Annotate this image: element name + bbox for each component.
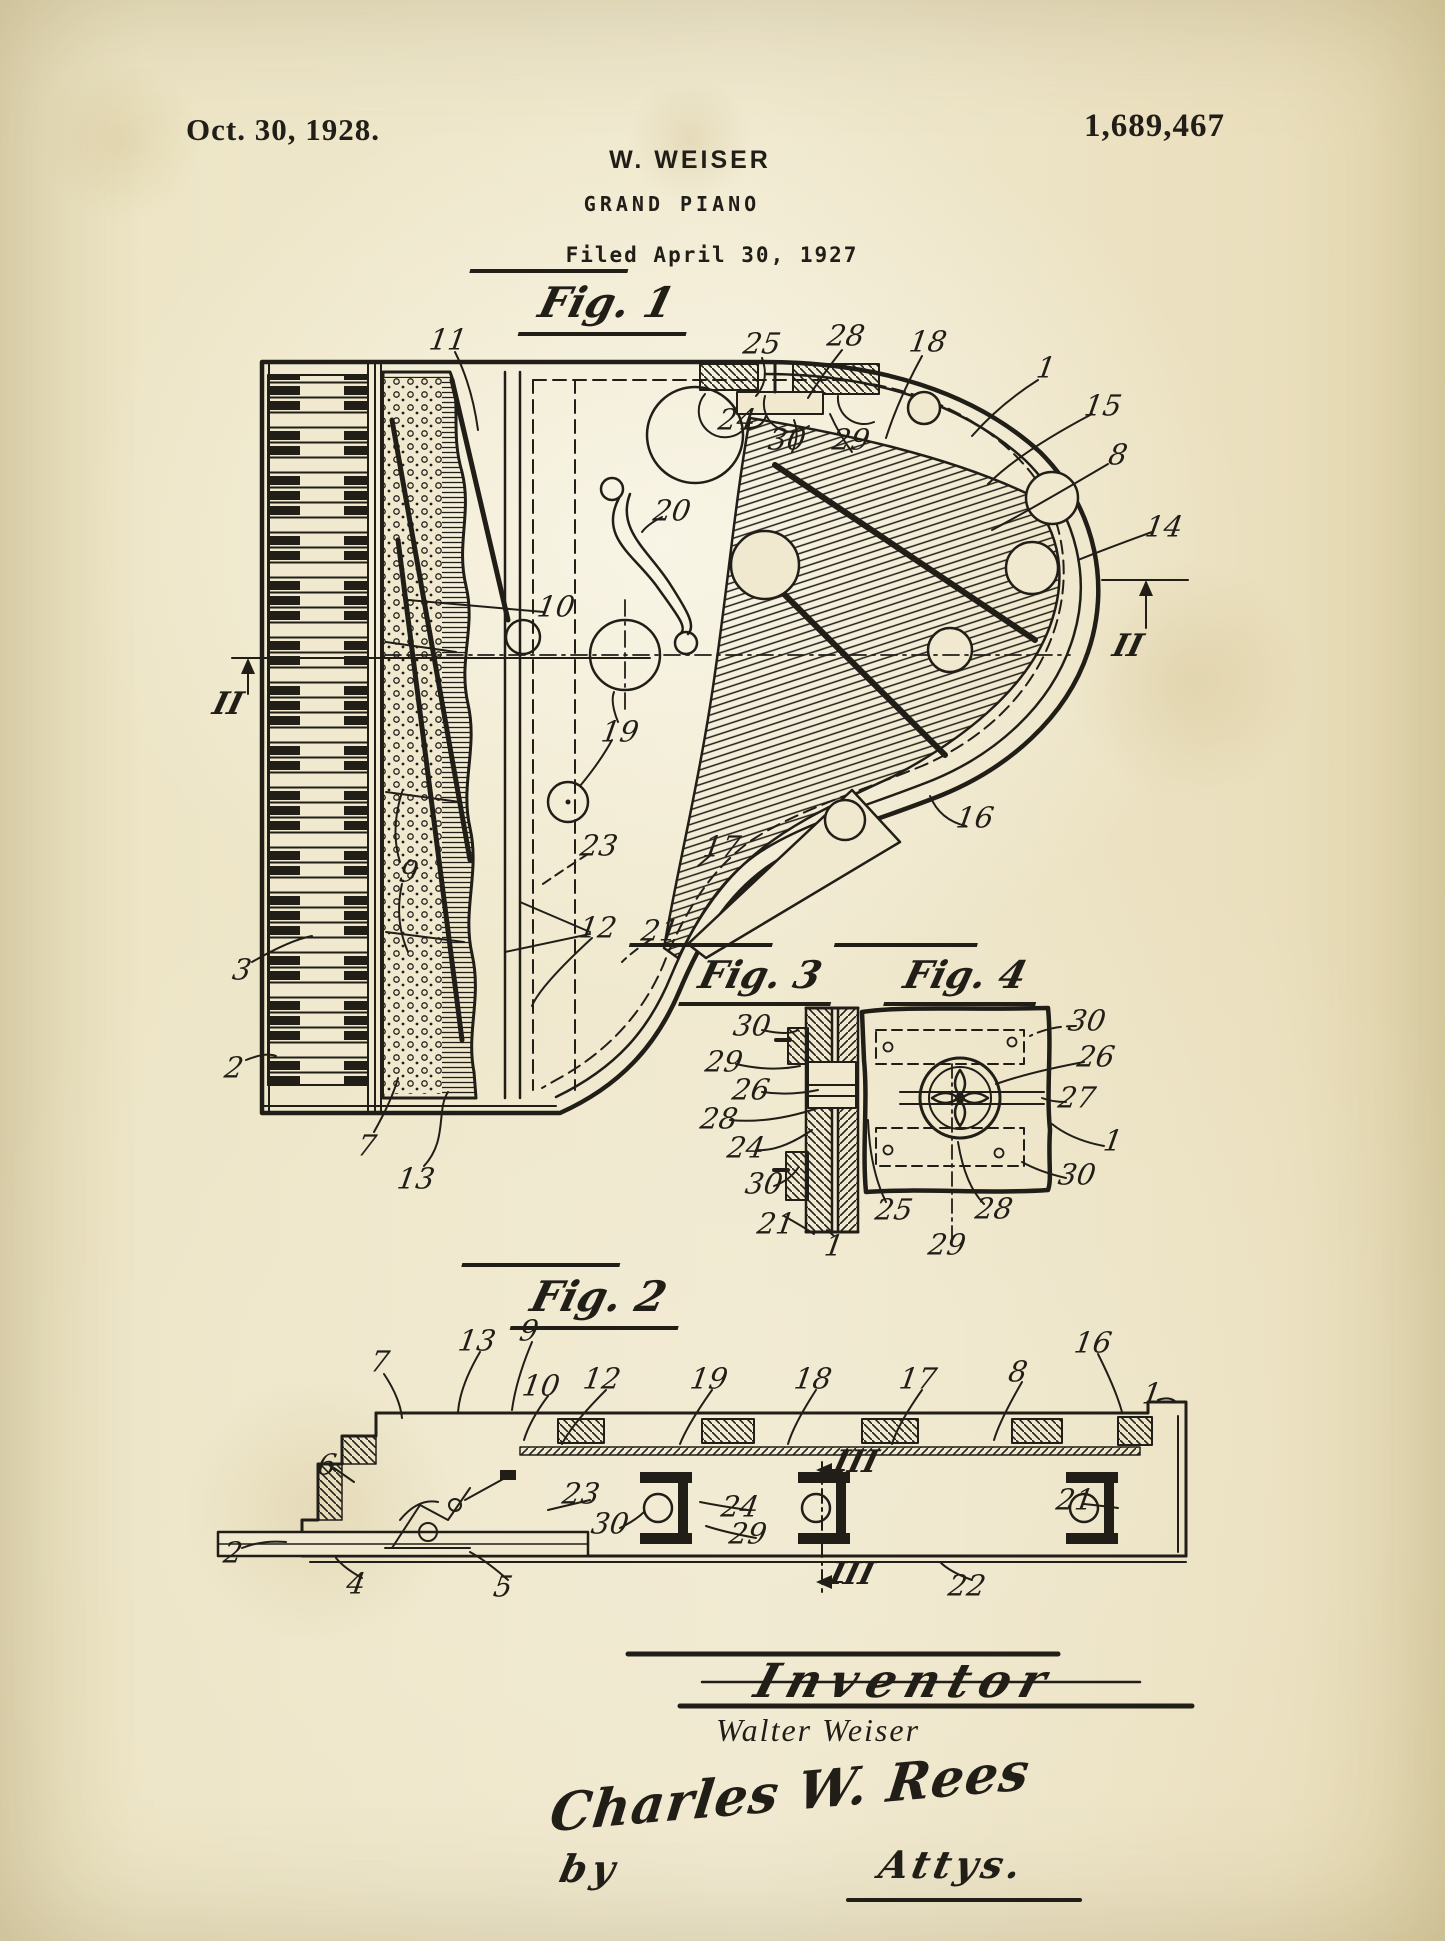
fig2-callout-10: 10	[519, 1368, 563, 1403]
fig2-label: Fig. 2	[526, 1272, 672, 1321]
fig2-callout-17: 17	[896, 1361, 940, 1396]
fig4-callout-30a: 30	[1065, 1003, 1109, 1038]
fig1-callout-15: 15	[1081, 388, 1125, 423]
filing-date: Filed April 30, 1927	[565, 243, 859, 267]
inventor-signature-name: Walter Weiser	[715, 1712, 921, 1748]
fig2-callout-18: 18	[791, 1361, 835, 1396]
fig3-callout-30b: 30	[742, 1166, 786, 1201]
fig1-label: Fig. 1	[534, 278, 680, 327]
fig3-callout-21: 21	[754, 1206, 798, 1241]
tuning-pins	[384, 378, 442, 1094]
keyboard	[267, 374, 369, 1086]
fig3-label-text: Fig. 3	[694, 952, 827, 997]
fig1-plan-view	[231, 349, 1189, 1167]
fig1-callout-29: 29	[829, 422, 873, 457]
fig2-callout-30: 30	[588, 1506, 632, 1541]
fig1-callout-14: 14	[1142, 509, 1186, 544]
plate-hole	[1024, 470, 1080, 526]
fig4-callout-30b: 30	[1055, 1157, 1099, 1192]
section-line-III	[816, 1461, 845, 1597]
patent-title: GRAND PIANO	[583, 192, 761, 216]
fig2-callout-13: 13	[455, 1323, 499, 1358]
fig1-callout-17: 17	[700, 829, 744, 864]
by-label: by	[555, 1846, 625, 1891]
fig3-leaders	[729, 1029, 835, 1237]
fig3-label: Fig. 3	[694, 952, 826, 997]
fig2-callout-23: 23	[559, 1476, 603, 1511]
fig4-leaders	[867, 1025, 1105, 1205]
sound-hole-circle	[645, 385, 745, 485]
f-hole	[599, 476, 699, 656]
fig1-callout-18: 18	[906, 324, 950, 359]
section-line-II	[231, 579, 1189, 695]
fig1-callout-24: 24	[715, 402, 759, 437]
fig4-callout-28: 28	[972, 1191, 1016, 1226]
plate-hole	[1004, 540, 1060, 596]
fig2-callout-16: 16	[1071, 1325, 1115, 1360]
fig2-callout-22: 22	[945, 1568, 989, 1603]
inventor-name-header: W. WEISER	[609, 146, 771, 174]
plate-hole	[926, 626, 974, 674]
crosshair-circle	[588, 618, 662, 692]
fig4-plate	[859, 1005, 1105, 1241]
plate-hole	[906, 390, 942, 426]
fig1-callout-19: 19	[598, 714, 642, 749]
fig1-callout-12: 12	[576, 910, 620, 945]
fig1-callout-13: 13	[394, 1161, 438, 1196]
fig1-callout-10: 10	[534, 589, 578, 624]
inventor-heading: Inventor	[748, 1654, 1062, 1709]
plate-struts	[757, 462, 1038, 758]
fig2-callout-29: 29	[726, 1516, 770, 1551]
hinge-detail	[697, 360, 880, 439]
fig1-callout-16: 16	[953, 800, 997, 835]
fig1-callout-25: 25	[740, 326, 784, 361]
fig4-callout-26: 26	[1074, 1039, 1118, 1074]
ornate-medallion	[899, 1056, 1045, 1140]
fig1-callout-30: 30	[765, 422, 809, 457]
fig2-callout-19: 19	[687, 1361, 731, 1396]
patent-date: Oct. 30, 1928.	[186, 112, 380, 147]
fig2-callout-12: 12	[580, 1361, 624, 1396]
fig4-callout-29: 29	[925, 1227, 969, 1262]
fig4-callout-27: 27	[1055, 1080, 1099, 1115]
plate-hole	[729, 529, 801, 601]
plate-border	[859, 1005, 1053, 1195]
fig3-callout-30a: 30	[730, 1008, 774, 1043]
rib-beams	[640, 1472, 1118, 1544]
fig3-callout-24: 24	[724, 1130, 768, 1165]
attys-label: Attys.	[874, 1842, 1030, 1887]
fig1-callout-28: 28	[824, 318, 868, 353]
fig4-label-text: Fig. 4	[899, 952, 1032, 997]
fig4-label: Fig. 4	[899, 952, 1031, 997]
fig1-callout-20: 20	[650, 493, 694, 528]
fig3-callout-26: 26	[729, 1072, 773, 1107]
fig3-detail	[729, 1006, 860, 1237]
fig2-callout-21: 21	[1053, 1482, 1097, 1517]
soundboard	[519, 1446, 1141, 1456]
fig2-leaders	[241, 1341, 1177, 1581]
piano-rim-inner	[554, 372, 1082, 1099]
patent-number: 1,689,467	[1084, 108, 1225, 144]
bass-bars	[389, 377, 511, 1043]
fig3-callout-28: 28	[697, 1101, 741, 1136]
fig1-callout-21: 21	[638, 913, 682, 948]
section-marker-III-bottom: III	[825, 1556, 879, 1592]
footer-lines	[625, 1651, 1195, 1902]
fig2-section	[216, 1341, 1188, 1597]
plate-hole	[823, 798, 867, 842]
key-action	[384, 1470, 516, 1549]
fig1-label-text: Fig. 1	[533, 278, 680, 327]
piano-case-outline	[259, 359, 1101, 1116]
strings-area	[662, 416, 1061, 960]
fig2-label-text: Fig. 2	[525, 1272, 672, 1321]
fig4-callout-25: 25	[872, 1192, 916, 1227]
fig1-callout-11: 11	[426, 322, 470, 357]
section-marker-III-top: III	[829, 1444, 883, 1480]
fig1-callout-23: 23	[577, 828, 621, 863]
lid-dashed-line	[532, 379, 1065, 1089]
fig1-leaders	[245, 349, 1153, 1167]
